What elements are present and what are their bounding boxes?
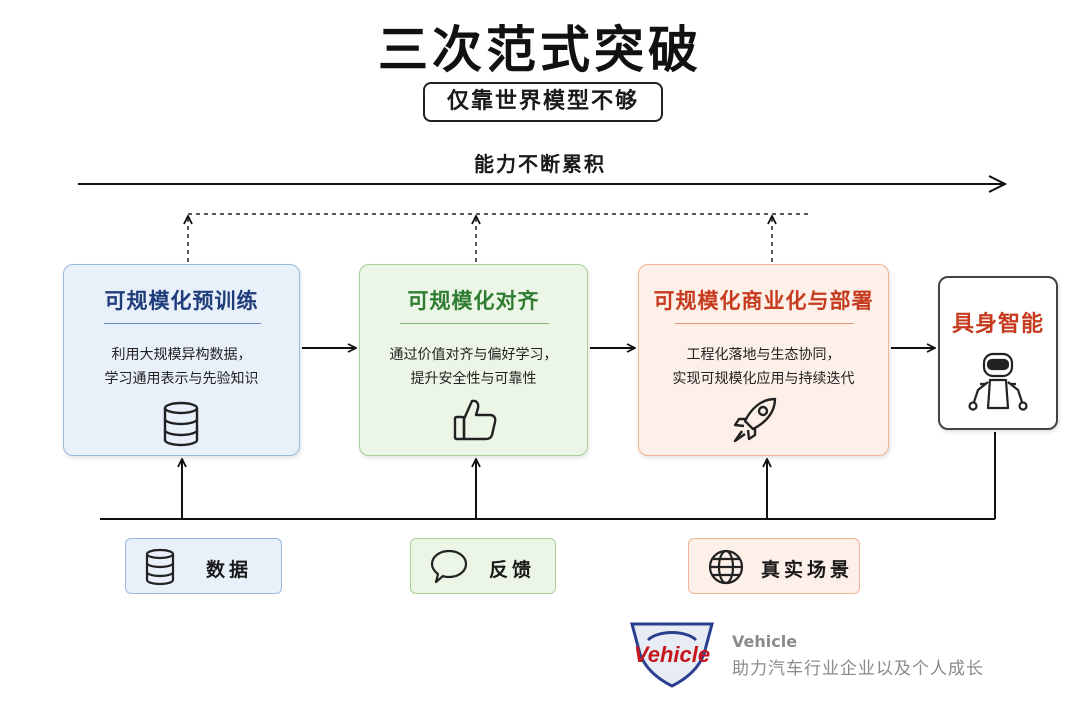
stage-desc-line: 学习通用表示与先验知识 bbox=[104, 371, 259, 387]
stage-card-deployment: 可规模化商业化与部署 工程化落地与生态协同， 实现可规模化应用与持续迭代 bbox=[638, 264, 889, 456]
stage-desc-line: 工程化落地与生态协同， bbox=[686, 347, 841, 363]
stage-desc-line: 实现可规模化应用与持续迭代 bbox=[672, 371, 855, 387]
stage-title: 可规模化商业化与部署 bbox=[653, 289, 874, 313]
stage-card-pretraining: 可规模化预训练 利用大规模异构数据， 学习通用表示与先验知识 bbox=[63, 264, 300, 456]
input-chip-data: 数据 bbox=[125, 538, 282, 594]
svg-text:Vehicle: Vehicle bbox=[634, 642, 710, 667]
rocket-icon bbox=[733, 397, 777, 443]
stage-description: 工程化落地与生态协同， 实现可规模化应用与持续迭代 bbox=[639, 343, 888, 391]
database-icon bbox=[145, 548, 175, 586]
page-title: 三次范式突破 bbox=[378, 21, 702, 79]
stage-description: 通过价值对齐与偏好学习， 提升安全性与可靠性 bbox=[360, 343, 587, 391]
stage-desc-line: 利用大规模异构数据， bbox=[111, 347, 252, 363]
target-title: 具身智能 bbox=[951, 312, 1044, 337]
title-divider bbox=[104, 323, 261, 324]
subtitle-box: 仅靠世界模型不够 bbox=[423, 82, 663, 122]
input-chip-label: 真实场景 bbox=[761, 559, 854, 581]
stage-desc-line: 通过价值对齐与偏好学习， bbox=[389, 347, 558, 363]
input-chip-label: 数据 bbox=[206, 559, 253, 581]
stage-title: 可规模化预训练 bbox=[104, 289, 259, 313]
speech-bubble-icon bbox=[430, 549, 468, 584]
thumbs-up-icon bbox=[453, 399, 497, 441]
stage-description: 利用大规模异构数据， 学习通用表示与先验知识 bbox=[64, 343, 299, 391]
stage-title: 可规模化对齐 bbox=[407, 289, 540, 313]
brand-name: Vehicle bbox=[732, 632, 798, 651]
stage-card-alignment: 可规模化对齐 通过价值对齐与偏好学习， 提升安全性与可靠性 bbox=[359, 264, 588, 456]
brand-slogan: 助力汽车行业企业以及个人成长 bbox=[732, 659, 984, 679]
title-divider bbox=[675, 323, 854, 324]
robot-icon bbox=[968, 352, 1028, 411]
target-card-embodied-ai: 具身智能 bbox=[938, 276, 1058, 430]
stage-desc-line: 提升安全性与可靠性 bbox=[410, 371, 537, 387]
input-chip-feedback: 反馈 bbox=[410, 538, 556, 594]
capability-arrow-label: 能力不断累积 bbox=[474, 152, 606, 176]
title-divider bbox=[400, 323, 549, 324]
database-icon bbox=[163, 401, 199, 447]
globe-icon bbox=[708, 549, 744, 585]
input-chip-real-scene: 真实场景 bbox=[688, 538, 860, 594]
input-chip-label: 反馈 bbox=[489, 559, 536, 581]
vehicle-logo: Vehicle bbox=[630, 622, 714, 688]
